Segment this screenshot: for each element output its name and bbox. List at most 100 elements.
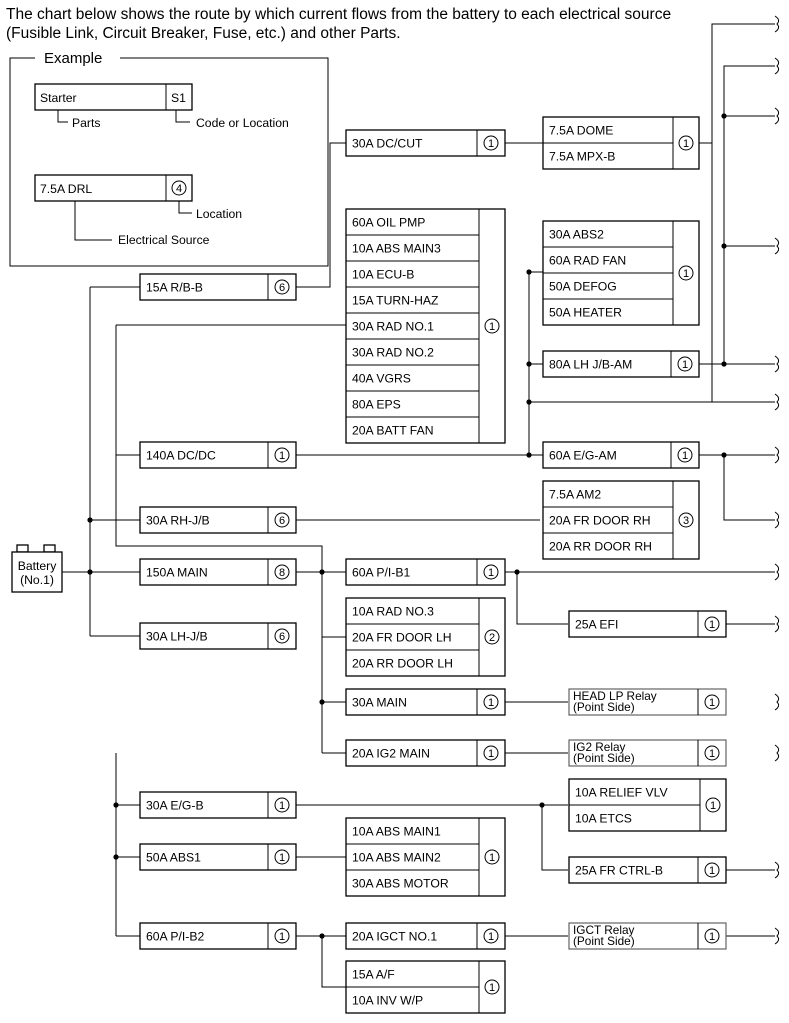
- location-circle: [704, 616, 720, 632]
- junction-dot: [526, 361, 532, 367]
- junction-dot: [526, 399, 532, 405]
- fuse-box: [345, 558, 506, 586]
- junction-dot: [721, 243, 727, 249]
- junction-dot: [87, 569, 93, 575]
- connector-terminal: [774, 355, 780, 373]
- fuse-box: [542, 441, 700, 469]
- location-circle: [484, 318, 500, 334]
- wire: [529, 24, 713, 403]
- battery-label-2: (No.1): [20, 573, 54, 587]
- location-circle: [274, 512, 290, 528]
- fuse-150a-main: 150A MAIN 8: [139, 558, 297, 586]
- wire: [699, 23, 775, 144]
- junction-dot: [526, 269, 532, 275]
- junction-dot: [319, 569, 325, 575]
- fuse-label: 60A P/I-B1: [352, 566, 410, 580]
- location-number: 1: [489, 321, 495, 333]
- location-number: 3: [683, 515, 689, 527]
- location-number: 1: [488, 697, 494, 709]
- fuse-box: [139, 558, 297, 586]
- fuse-box: [139, 506, 297, 534]
- fuse-box: [139, 441, 297, 469]
- fuse-label: 25A EFI: [575, 618, 618, 632]
- location-number: 1: [709, 865, 715, 877]
- location-number: 1: [710, 800, 716, 812]
- wire: [115, 325, 323, 753]
- fuse-15a-a-f: 15A A/F: [352, 968, 395, 982]
- location-number: 1: [682, 359, 688, 371]
- fuse-box: [568, 610, 727, 638]
- location-number: 1: [279, 450, 285, 462]
- location-number: 1: [489, 852, 495, 864]
- fuse-10a-abs-main3: 10A ABS MAIN3: [352, 242, 441, 256]
- fuse-box: [139, 622, 297, 650]
- intro-text: The chart below shows the route by which…: [6, 6, 672, 42]
- location-number: 1: [279, 852, 285, 864]
- fuse-15a-turn-haz: 15A TURN-HAZ: [352, 294, 439, 308]
- location-circle: [483, 745, 499, 761]
- battery: Battery (No.1): [11, 544, 63, 593]
- example-source-note: Electrical Source: [118, 233, 210, 247]
- junction-dot: [319, 699, 325, 705]
- fuse-10a-etcs: 10A ETCS: [575, 812, 632, 826]
- location-circle: [483, 694, 499, 710]
- fuse-7-5a-mpx-b: 7.5A MPX-B: [549, 150, 615, 164]
- fuse-box: [139, 922, 297, 950]
- location-number: 8: [279, 567, 285, 579]
- location-circle: [483, 928, 499, 944]
- junction-dot: [721, 452, 727, 458]
- fuse-label: 20A IGCT NO.1: [352, 930, 437, 944]
- junction-dot: [539, 802, 545, 808]
- connector-terminal: [774, 57, 780, 75]
- fuse-30a-rad-no-1: 30A RAD NO.1: [352, 320, 434, 334]
- wire: [516, 572, 568, 625]
- location-circle: [677, 356, 693, 372]
- fuse-box: [139, 791, 297, 819]
- fuse-label: 30A DC/CUT: [352, 137, 423, 151]
- wire: [723, 455, 775, 521]
- connector-terminal: [774, 107, 780, 125]
- junction-dot: [514, 569, 520, 575]
- location-circle: [274, 628, 290, 644]
- example-parts-note: Parts: [72, 116, 100, 130]
- location-number: 1: [683, 138, 689, 150]
- location-circle: [484, 979, 500, 995]
- wire: [296, 142, 346, 288]
- location-circle: [677, 447, 693, 463]
- junction-dot: [113, 854, 119, 860]
- fuse-10a-abs-main2: 10A ABS MAIN2: [352, 851, 441, 865]
- junction-dot: [87, 517, 93, 523]
- battery-box: [11, 551, 63, 593]
- location-circle: [678, 512, 694, 528]
- wire: [541, 805, 568, 871]
- location-circle: [483, 135, 499, 151]
- connector-terminal: [774, 615, 780, 633]
- battery-label-1: Battery: [18, 559, 58, 573]
- relay-side: (Point Side): [573, 751, 635, 765]
- fuse-box: [139, 273, 297, 301]
- location-number: 6: [279, 282, 285, 294]
- fuse-label: 150A MAIN: [146, 566, 208, 580]
- location-circle: [678, 265, 694, 281]
- example-location-number: 4: [176, 183, 182, 195]
- location-number: 1: [709, 619, 715, 631]
- junction-dot: [721, 361, 727, 367]
- connector-terminal: [774, 693, 780, 711]
- fuse-20a-batt-fan: 20A BATT FAN: [352, 424, 434, 438]
- connector-terminal: [774, 744, 780, 762]
- junction-dot: [113, 802, 119, 808]
- example-legend: Example Starter S1 Parts Code or Locatio…: [9, 50, 329, 267]
